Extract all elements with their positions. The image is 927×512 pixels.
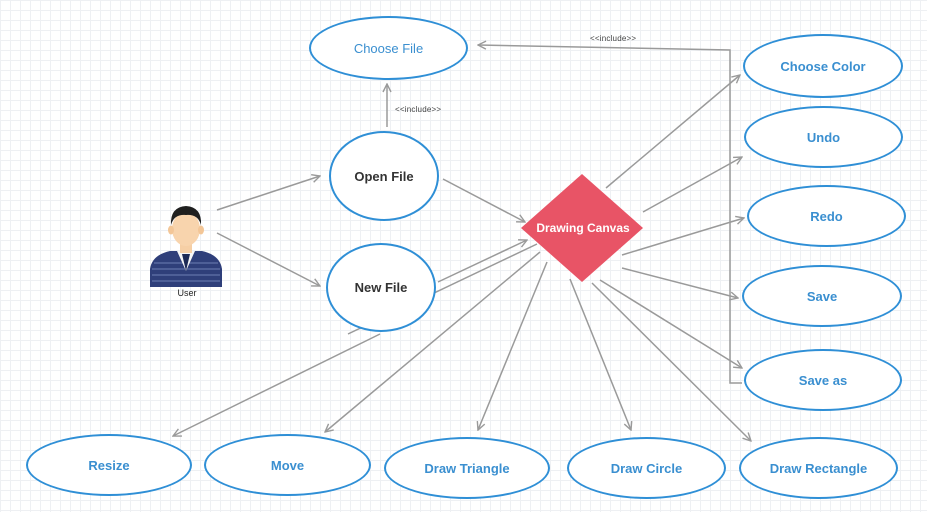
use-case-move[interactable]: Move xyxy=(204,434,371,496)
edge-open-canvas xyxy=(442,178,525,222)
use-case-draw-rectangle[interactable]: Draw Rectangle xyxy=(739,437,898,499)
use-case-save-as[interactable]: Save as xyxy=(744,349,902,411)
include-label-top: <<include>> xyxy=(590,34,637,43)
edge-canvas-redo xyxy=(621,218,744,256)
use-case-draw-triangle[interactable]: Draw Triangle xyxy=(384,437,550,499)
edge-canvas-draw-circle xyxy=(569,278,631,430)
edge-canvas-move xyxy=(325,251,541,432)
drawing-canvas-hub[interactable] xyxy=(519,172,645,284)
actor-user[interactable] xyxy=(148,199,224,299)
include-label-open: <<include>> xyxy=(395,105,442,114)
edge-canvas-save-as xyxy=(599,279,742,368)
edge-canvas-draw-triangle xyxy=(478,261,548,430)
edge-resize-path xyxy=(173,333,381,436)
use-case-draw-circle[interactable]: Draw Circle xyxy=(567,437,726,499)
use-case-save[interactable]: Save xyxy=(742,265,902,327)
edge-canvas-undo xyxy=(642,157,742,213)
use-case-choose-file[interactable]: Choose File xyxy=(309,16,468,80)
edge-save-as-choose-file-include xyxy=(478,45,742,384)
use-case-open-file[interactable]: Open File xyxy=(329,131,439,221)
use-case-resize[interactable]: Resize xyxy=(26,434,192,496)
use-case-choose-color[interactable]: Choose Color xyxy=(743,34,903,98)
user-icon xyxy=(150,206,222,287)
edge-user-open-file xyxy=(216,176,320,211)
hub-label: Drawing Canvas xyxy=(536,221,630,235)
use-case-redo[interactable]: Redo xyxy=(747,185,906,247)
use-case-undo[interactable]: Undo xyxy=(744,106,903,168)
edge-canvas-choose-color xyxy=(605,75,740,189)
edge-new-canvas xyxy=(437,240,527,283)
use-case-new-file[interactable]: New File xyxy=(326,243,436,332)
edge-canvas-draw-rectangle xyxy=(591,282,751,441)
actor-label: User xyxy=(177,288,197,298)
edge-canvas-save xyxy=(621,267,738,298)
edge-user-new-file xyxy=(216,232,320,286)
